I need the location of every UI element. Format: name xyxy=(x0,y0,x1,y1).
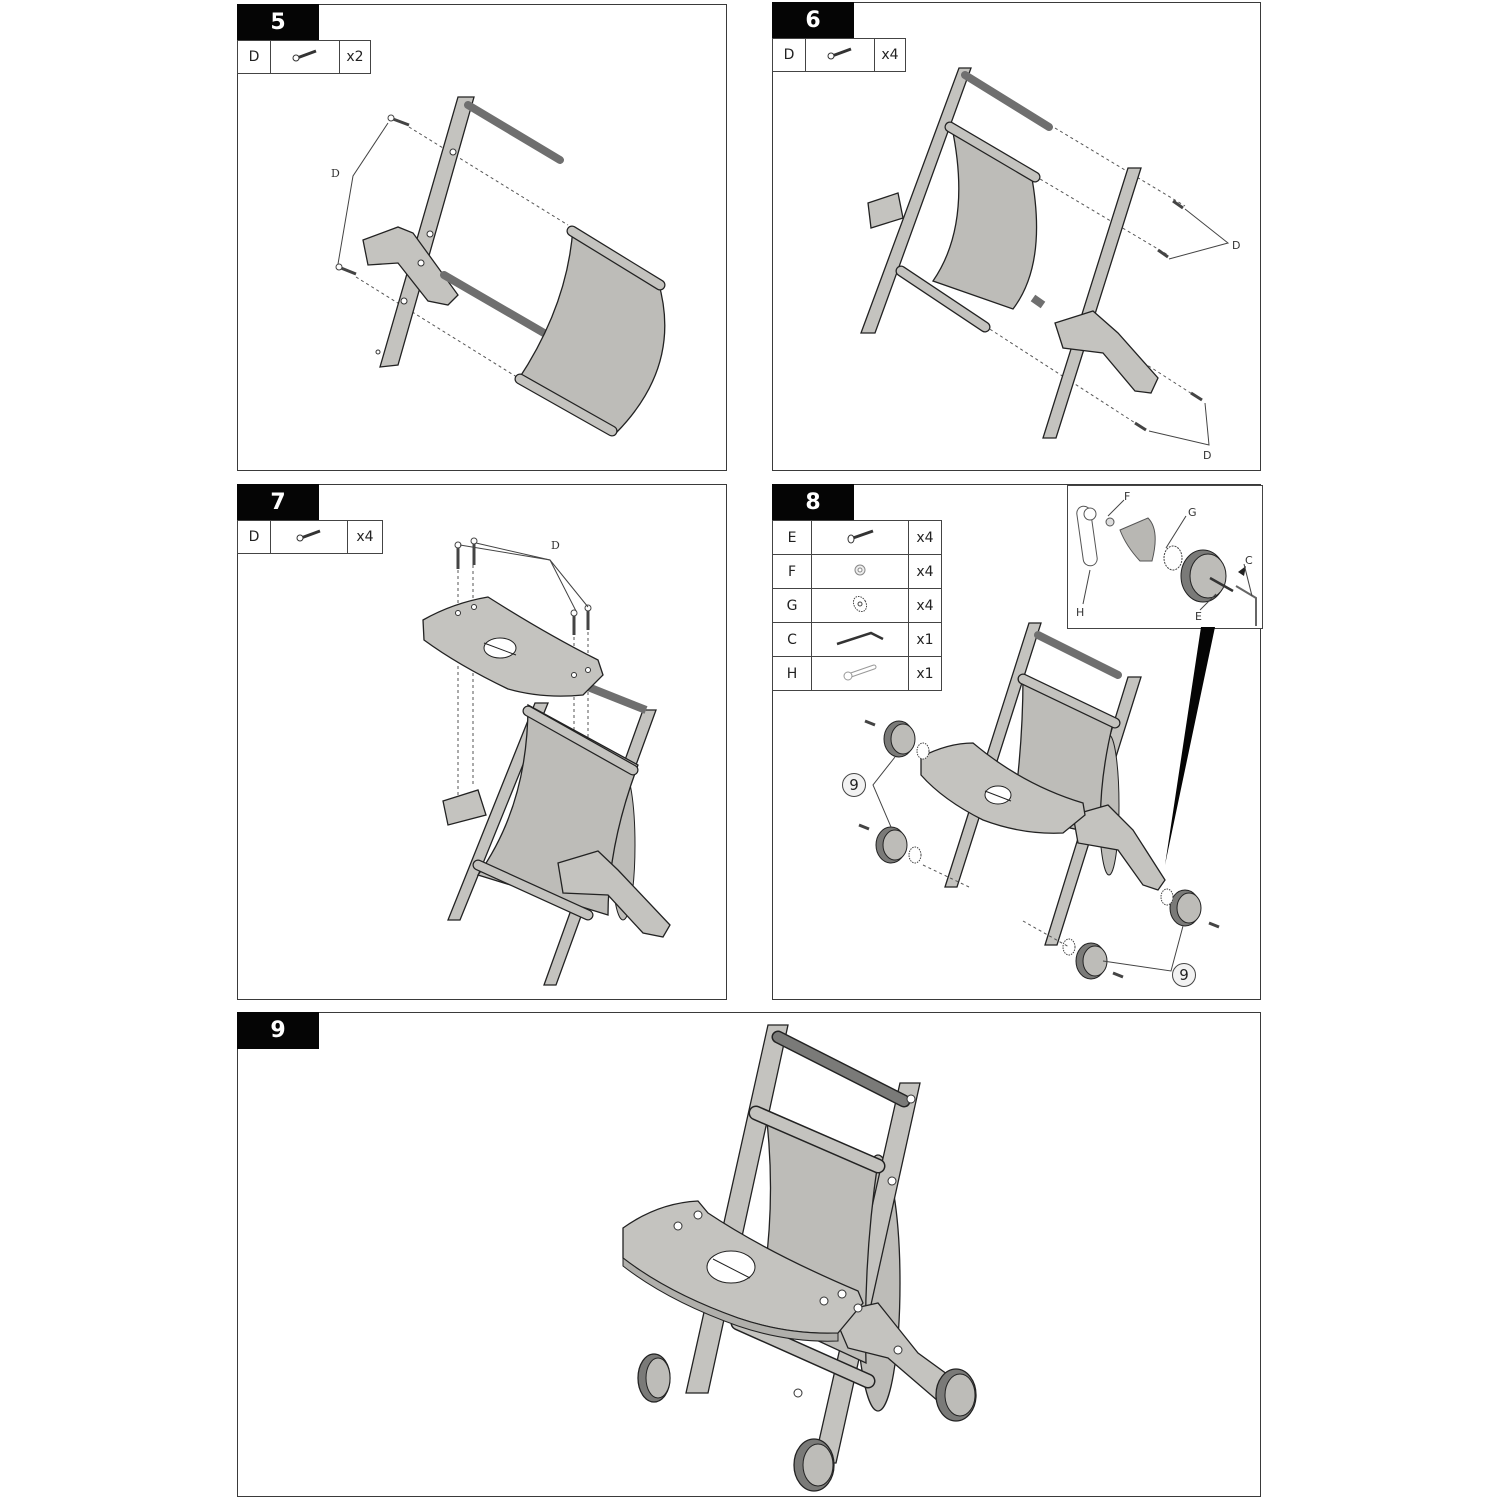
parts-row: E x4 xyxy=(772,520,942,555)
screw-icon xyxy=(270,520,348,554)
part-quantity: x1 xyxy=(908,622,942,657)
part-quantity: x4 xyxy=(908,520,942,555)
part-letter: D xyxy=(237,40,271,74)
wheel-group xyxy=(875,720,1202,980)
part-letter: E xyxy=(772,520,812,555)
inset-label-c: C xyxy=(1245,554,1253,567)
part-quantity: x4 xyxy=(908,588,942,623)
hex-key-icon xyxy=(811,622,909,657)
step-6-panel: 6 D x4 xyxy=(772,2,1261,471)
step-6-illustration: D D xyxy=(860,67,1240,462)
step-number-badge: 5 xyxy=(237,4,319,41)
inset-label-f: F xyxy=(1124,490,1130,503)
wrench-icon xyxy=(811,656,909,691)
parts-table: D x2 xyxy=(237,40,371,74)
parts-row: D x2 xyxy=(237,40,371,74)
step-9-panel: 9 xyxy=(237,1012,1261,1497)
step-7-illustration: D xyxy=(422,537,671,986)
step-7-panel: 7 D x4 D xyxy=(237,484,727,1000)
parts-table: D x4 xyxy=(772,38,906,72)
parts-row: C x1 xyxy=(772,622,942,657)
step-5-illustration: D xyxy=(331,96,666,437)
part-label-d: D xyxy=(331,167,340,180)
inset-label-h: H xyxy=(1076,606,1084,619)
step-number-badge: 6 xyxy=(772,2,854,39)
step-9-completed-stroller-illustration xyxy=(622,1024,977,1492)
step-8-panel: 8 E x4 F x4 G x4 C x1 xyxy=(772,484,1263,1000)
step-number-badge: 7 xyxy=(237,484,319,521)
parts-row: H x1 xyxy=(772,656,942,691)
screw-icon xyxy=(270,40,340,74)
step-8-illustration xyxy=(858,622,1220,980)
parts-row: D x4 xyxy=(237,520,383,554)
inset-label-e: E xyxy=(1195,610,1202,623)
parts-table: E x4 F x4 G x4 C x1 xyxy=(772,520,942,691)
parts-row: G x4 xyxy=(772,588,942,623)
part-letter: H xyxy=(772,656,812,691)
part-quantity: x4 xyxy=(347,520,383,554)
wheel-group xyxy=(637,1353,977,1492)
part-quantity: x2 xyxy=(339,40,371,74)
part-label-d: D xyxy=(1232,239,1240,252)
part-quantity: x4 xyxy=(908,554,942,589)
part-letter: D xyxy=(772,38,806,72)
part-letter: D xyxy=(237,520,271,554)
part-quantity: x1 xyxy=(908,656,942,691)
part-label-d: D xyxy=(1203,449,1211,462)
inset-label-g: G xyxy=(1188,506,1197,519)
step-5-panel: 5 D x2 D xyxy=(237,4,727,471)
wheel-detail-illustration: F G C H E xyxy=(1076,490,1257,626)
part-quantity: x4 xyxy=(874,38,906,72)
washer-icon xyxy=(811,588,909,623)
parts-row: F x4 xyxy=(772,554,942,589)
wheel-detail-inset: F G C H E xyxy=(1067,485,1263,629)
parts-table: D x4 xyxy=(237,520,383,554)
parts-row: D x4 xyxy=(772,38,906,72)
step-number-badge: 9 xyxy=(237,1012,319,1049)
part-label-d: D xyxy=(551,539,560,552)
screw-icon xyxy=(805,38,875,72)
step-reference-callout: 9 xyxy=(842,773,866,797)
step-reference-callout: 9 xyxy=(1172,963,1196,987)
part-letter: F xyxy=(772,554,812,589)
step-number-badge: 8 xyxy=(772,484,854,521)
